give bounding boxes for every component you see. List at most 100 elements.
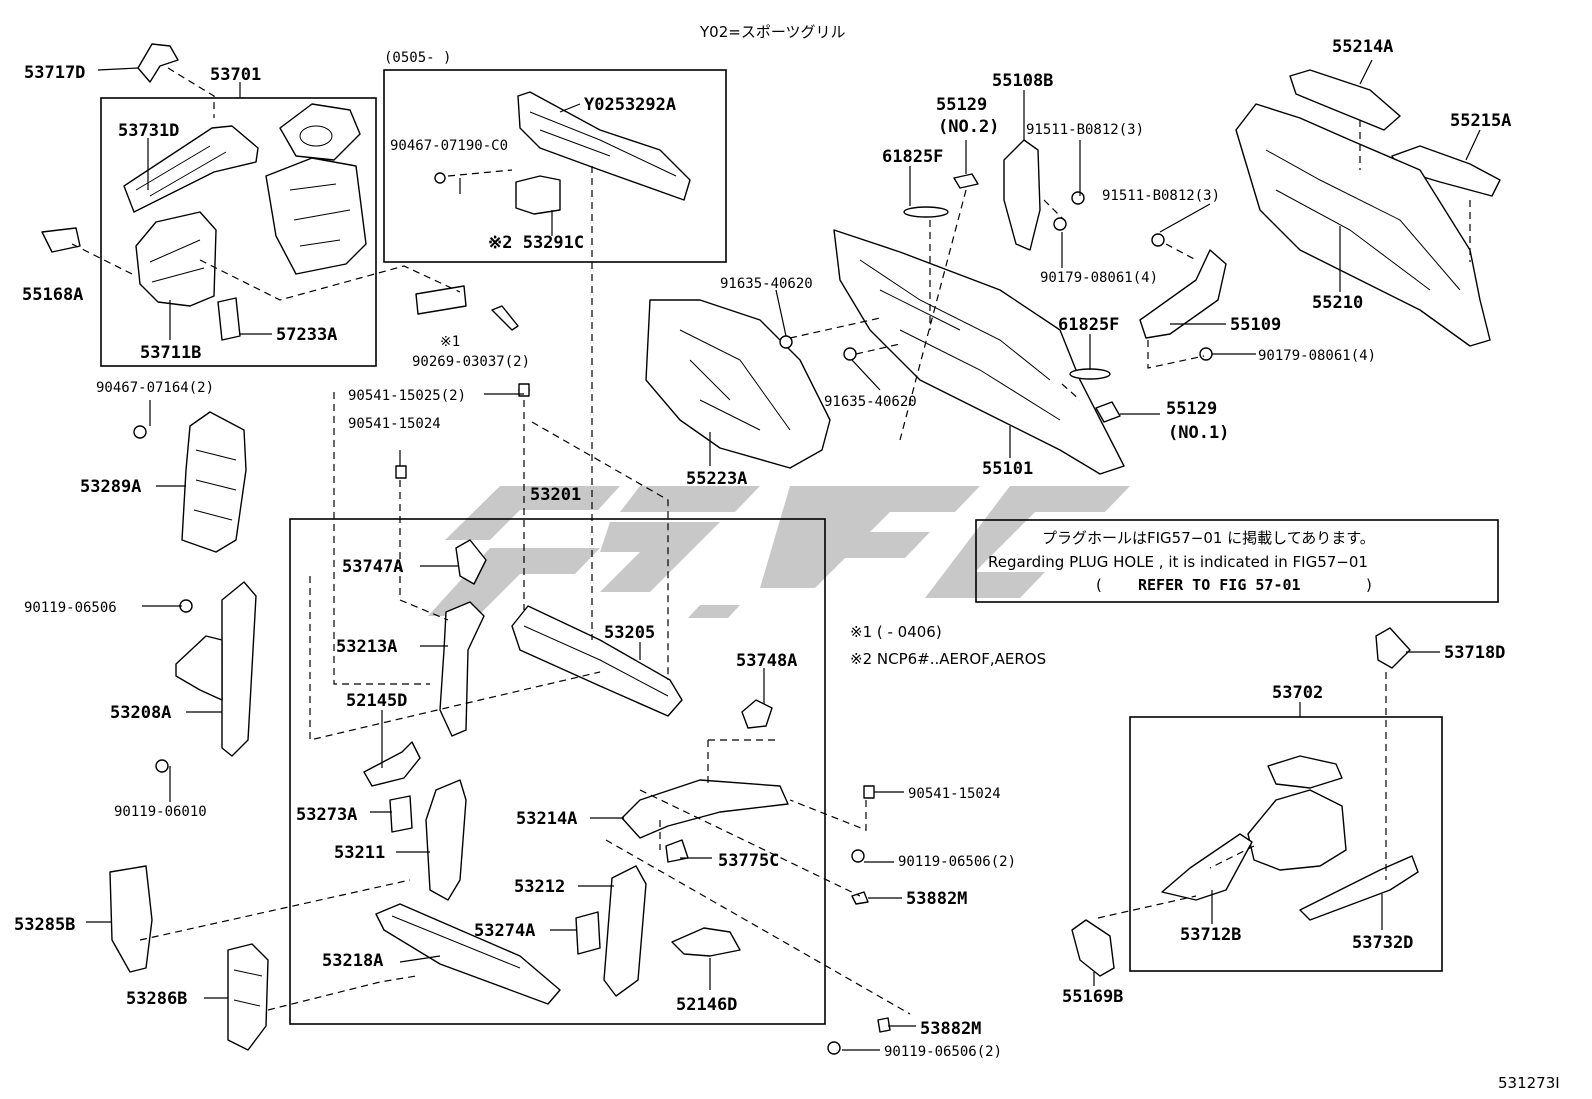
box-53201 [289, 518, 826, 1025]
variant-note: Y02=スポーツグリル [699, 23, 846, 41]
box-53701 [100, 97, 377, 367]
period-label: (0505- ) [384, 50, 451, 66]
part-53292A-shape [517, 91, 691, 201]
part-90269-plate-shape [415, 285, 467, 315]
label-53882M-a: 53882M [906, 889, 967, 909]
part-55108B-shape [1003, 139, 1041, 251]
fastener-shapes [133, 172, 1213, 1055]
label-53285B: 53285B [14, 915, 75, 935]
part-53702-upper-shape [1267, 755, 1343, 789]
part-53711B-shape [135, 211, 217, 307]
label-53289A: 53289A [80, 477, 141, 497]
part-53747A-shape [455, 539, 487, 585]
label-53882M-b: 53882M [920, 1019, 981, 1039]
label-55215A: 55215A [1450, 111, 1511, 131]
label-note1-mark: ※1 [440, 334, 460, 350]
watermark-logo [428, 486, 1130, 618]
part-53748A-shape [741, 699, 773, 729]
label-53213A: 53213A [336, 637, 397, 657]
label-55101: 55101 [982, 459, 1033, 479]
part-53212-shape [603, 865, 647, 997]
refer-open-paren: ( [1096, 576, 1102, 594]
label-90467-07190-C0: 90467-07190-C0 [390, 138, 508, 154]
label-55129-a: 55129 [936, 95, 987, 115]
assembly-dashed-lines [71, 67, 1471, 1015]
label-53211: 53211 [334, 843, 385, 863]
label-55109: 55109 [1230, 315, 1281, 335]
label-53732D: 53732D [1352, 933, 1413, 953]
label-55129-b: 55129 [1166, 399, 1217, 419]
label-53701: 53701 [210, 65, 261, 85]
footnote-1: ※1 ( - 0406) [850, 623, 942, 641]
label-53201: 53201 [530, 485, 581, 505]
part-53208A-shape [221, 581, 257, 757]
part-53211-shape [425, 779, 467, 901]
label-90541-15024-b: 90541-15024 [908, 786, 1001, 802]
part-53205-shape [511, 605, 683, 717]
label-53214A: 53214A [516, 809, 577, 829]
label-55168A: 55168A [22, 285, 83, 305]
label-55108B: 55108B [992, 71, 1053, 91]
part-53732D-shape [1299, 855, 1419, 921]
part-61825F-a-shape [903, 206, 949, 218]
part-53213A-shape [439, 601, 485, 737]
label-53208A: 53208A [110, 703, 171, 723]
label-55210: 55210 [1312, 293, 1363, 313]
part-55169B-shape [1071, 919, 1115, 977]
label-90119-06506-a: 90119-06506 [24, 600, 117, 616]
label-91635-40620-b: 91635-40620 [824, 394, 917, 410]
refer-to-fig-label: REFER TO FIG 57-01 [1138, 576, 1301, 594]
label-55169B: 55169B [1062, 987, 1123, 1007]
label-55129-a-no: (NO.2) [938, 117, 999, 137]
part-55129-b-shape [1095, 401, 1121, 423]
label-55214A: 55214A [1332, 37, 1393, 57]
box-0505-variant [383, 69, 727, 263]
label-53218A: 53218A [322, 951, 383, 971]
label-53711B: 53711B [140, 343, 201, 363]
label-90119-06506-b: 90119-06506(2) [898, 854, 1016, 870]
part-53291C-shape [515, 175, 561, 215]
part-55214A-shape [1289, 69, 1401, 131]
part-53274A-shape [575, 911, 601, 955]
part-53775C-shape [665, 839, 689, 863]
label-57233A: 57233A [276, 325, 337, 345]
footnote-2: ※2 NCP6#..AEROF,AEROS [850, 650, 1046, 668]
part-61825F-b-shape [1069, 368, 1111, 380]
label-53747A: 53747A [342, 557, 403, 577]
label-90269-03037: 90269-03037(2) [412, 354, 530, 370]
label-53748A: 53748A [736, 651, 797, 671]
part-52146D-shape [671, 927, 741, 957]
part-55129-a-shape [953, 173, 979, 189]
label-91511-B0812-b: 91511-B0812(3) [1102, 188, 1220, 204]
plug-hole-note-en: Regarding PLUG HOLE , it is indicated in… [988, 553, 1368, 571]
part-55210-shape [1235, 103, 1491, 347]
label-52146D: 52146D [676, 995, 737, 1015]
part-53731D-shape [123, 125, 259, 213]
label-55223A: 55223A [686, 469, 747, 489]
label-53717D: 53717D [24, 63, 85, 83]
part-53701-upper-shape [279, 103, 361, 161]
part-53214A-shape [621, 779, 789, 839]
part-52145D-shape [363, 741, 421, 787]
label-53274A: 53274A [474, 921, 535, 941]
label-53212: 53212 [514, 877, 565, 897]
label-61825F-a: 61825F [882, 147, 943, 167]
label-53775C: 53775C [718, 851, 779, 871]
part-55223A-shape [645, 299, 831, 469]
label-Y0253292A: Y0253292A [584, 95, 676, 115]
label-53291C: ※2 53291C [488, 233, 584, 253]
part-55168A-shape [41, 227, 81, 253]
part-53286B-shape [227, 943, 269, 1051]
part-57233A-shape [217, 297, 241, 341]
part-53218A-shape [375, 903, 561, 1005]
label-90541-15025: 90541-15025(2) [348, 388, 466, 404]
label-53273A: 53273A [296, 805, 357, 825]
label-53712B: 53712B [1180, 925, 1241, 945]
part-53882M-shape [851, 891, 869, 905]
figure-code: 531273I [1498, 1074, 1560, 1092]
box-plug-hole-note [975, 519, 1499, 603]
part-53717D-shape [137, 43, 179, 83]
part-53712B-shape [1161, 833, 1253, 901]
label-90119-06010: 90119-06010 [114, 804, 207, 820]
